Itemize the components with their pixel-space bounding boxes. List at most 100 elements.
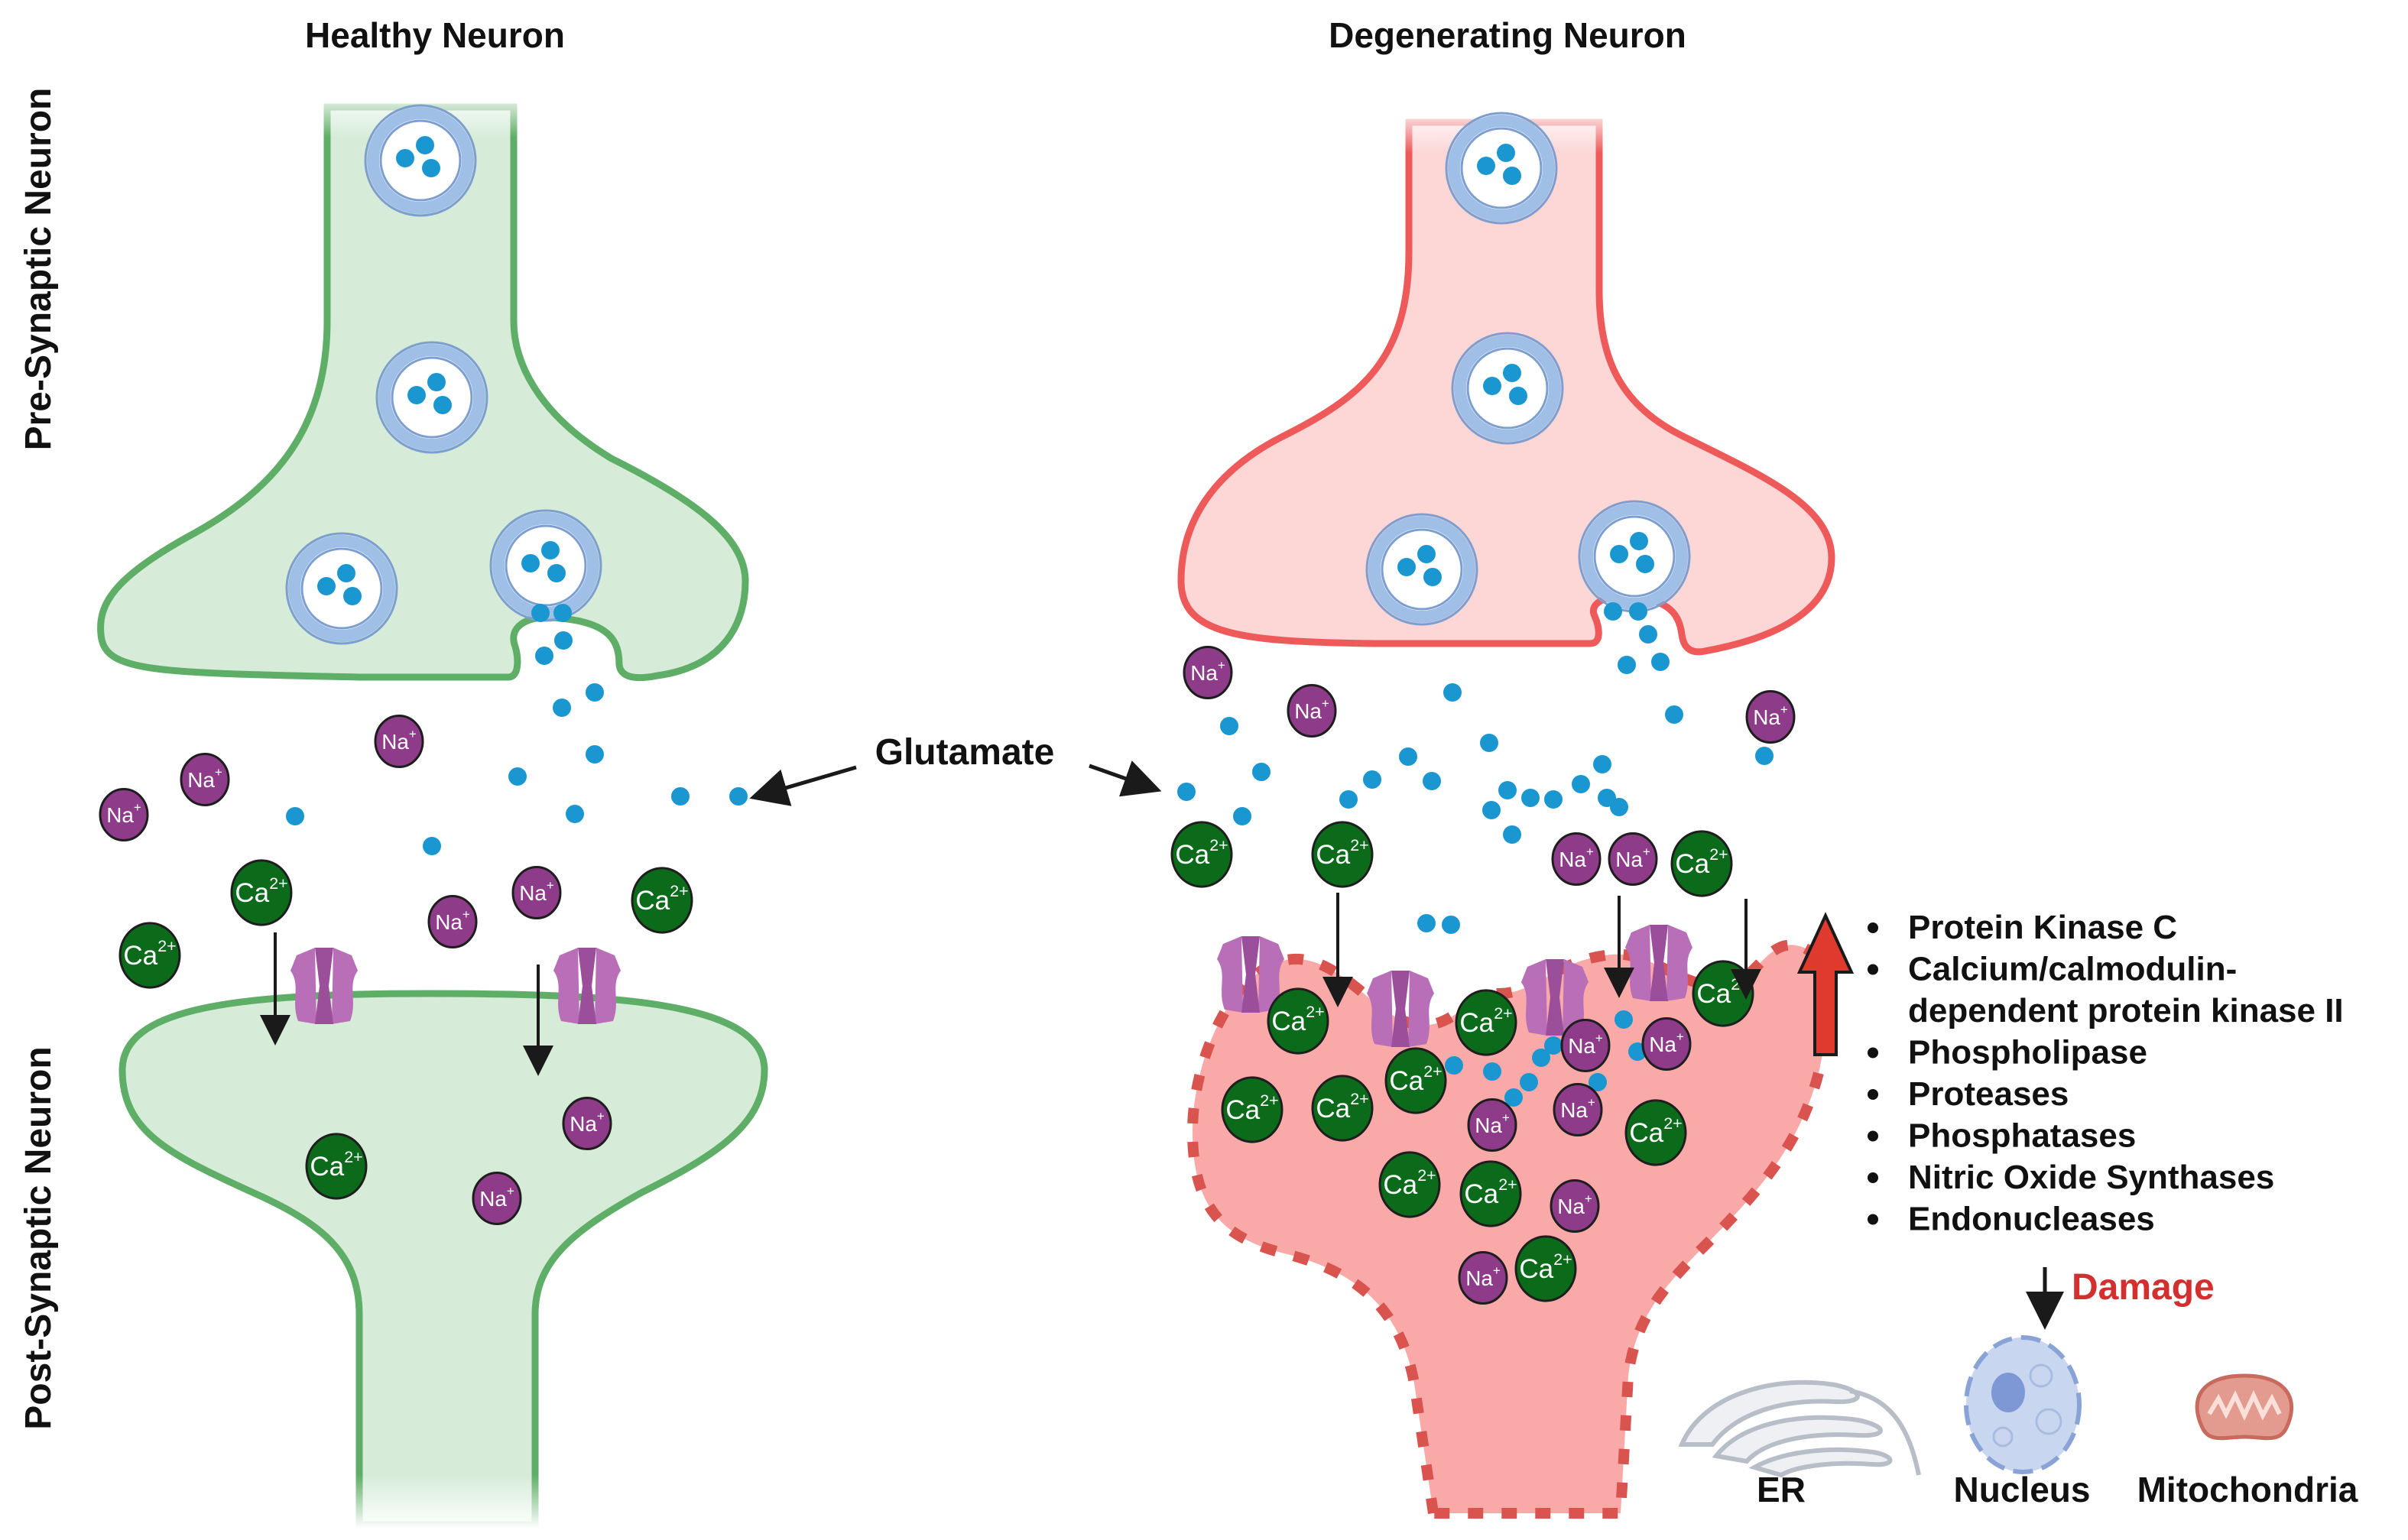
svg-text:Na+: Na+ (1559, 845, 1594, 871)
svg-text:Na+: Na+ (1294, 696, 1329, 723)
svg-text:Ca2+: Ca2+ (1675, 845, 1728, 879)
glutamate-dot (535, 647, 553, 665)
synaptic-vesicle-icon (364, 104, 477, 217)
glutamate-dot (1477, 157, 1495, 175)
calcium-ion: Ca2+ (1624, 1099, 1687, 1166)
enzyme-list-item: dependent protein kinase II (1908, 992, 2344, 1029)
mitochondria-icon (2195, 1373, 2294, 1441)
sodium-ion: Na+ (99, 788, 149, 841)
glutamate-dot (1233, 807, 1251, 825)
glutamate-dot (1593, 755, 1611, 773)
svg-text:Ca2+: Ca2+ (1459, 1004, 1512, 1038)
svg-text:Na+: Na+ (1557, 1191, 1592, 1218)
glutamate-dot (1482, 801, 1501, 819)
svg-text:Na+: Na+ (1568, 1031, 1603, 1058)
sodium-ion: Na+ (1287, 684, 1337, 738)
glutamate-dot (1651, 653, 1670, 671)
calcium-ion: Ca2+ (1670, 830, 1733, 897)
sodium-ion: Na+ (1560, 1019, 1611, 1072)
svg-text:Na+: Na+ (381, 727, 417, 754)
glutamate-dot (423, 837, 441, 855)
glutamate-dot (1589, 1073, 1607, 1091)
glutamate-dot (427, 373, 446, 391)
glutamate-dot (1630, 532, 1648, 550)
glutamate-dot (1503, 825, 1521, 844)
glutamate-dot (1532, 1049, 1550, 1067)
calcium-ion: Ca2+ (118, 922, 181, 989)
sodium-ion: Na+ (1458, 1251, 1508, 1305)
svg-text:Ca2+: Ca2+ (1175, 836, 1228, 870)
enzyme-list-item: Phospholipase (1908, 1034, 2147, 1072)
glutamate-dot (1509, 387, 1527, 405)
synaptic-vesicle-icon (1451, 332, 1564, 445)
sodium-ion: Na+ (1553, 1083, 1603, 1136)
glutamate-dot (1483, 1062, 1501, 1081)
glutamate-dot (416, 136, 434, 154)
mitochondria-label: Mitochondria (2137, 1470, 2358, 1509)
synaptic-vesicle-icon (375, 341, 488, 454)
glutamate-dot (729, 787, 748, 806)
svg-text:Ca2+: Ca2+ (1389, 1062, 1442, 1096)
calcium-ion: Ca2+ (1384, 1047, 1447, 1114)
glutamate-dot (1445, 1056, 1463, 1075)
glutamate-dot (553, 699, 571, 717)
glutamate-dot (1615, 1010, 1633, 1029)
upregulated-enzyme-list: Protein Kinase CCalcium/calmodulin-depen… (1868, 909, 2344, 1238)
glutamate-dot (1417, 545, 1436, 563)
bullet-icon (1868, 1089, 1878, 1100)
bullet-icon (1868, 964, 1878, 975)
bullet-icon (1868, 1047, 1878, 1059)
glutamate-dot (1497, 144, 1515, 162)
enzyme-list-item: Calcium/calmodulin- (1908, 951, 2237, 988)
glutamate-dot (531, 604, 550, 622)
enzyme-list-item: Endonucleases (1908, 1201, 2155, 1238)
calcium-ion: Ca2+ (230, 859, 293, 926)
glutamate-dot (1503, 364, 1521, 382)
calcium-ion: Ca2+ (1459, 1160, 1522, 1227)
glutamate-dot (1665, 705, 1683, 724)
svg-text:Ca2+: Ca2+ (1519, 1250, 1572, 1284)
vesicle-group (285, 104, 1691, 645)
upregulation-arrow-icon (1796, 912, 1855, 1056)
glutamate-label: Glutamate (875, 732, 1055, 773)
bullet-icon (1868, 922, 1878, 933)
nucleus-icon (1964, 1335, 2082, 1474)
sodium-ion: Na+ (1608, 832, 1658, 886)
glutamate-dot (1610, 545, 1628, 563)
receptor-channel-icon (553, 948, 621, 1024)
glutamate-dot (1423, 772, 1441, 790)
glutamate-dot (1503, 167, 1521, 185)
pre-synaptic-label: Pre-Synaptic Neuron (18, 88, 59, 451)
glutamate-dot (286, 807, 304, 825)
glutamate-dot (554, 631, 573, 650)
glutamate-dot (586, 683, 604, 702)
synaptic-vesicle-icon (1578, 500, 1691, 613)
glutamate-dot (671, 787, 690, 806)
glutamate-dot (1610, 798, 1628, 816)
glutamate-dot (1544, 1036, 1563, 1055)
svg-text:Na+: Na+ (1753, 702, 1788, 729)
svg-text:Ca2+: Ca2+ (1316, 836, 1368, 870)
receptor-channel-icon (1521, 959, 1589, 1036)
svg-text:Ca2+: Ca2+ (1629, 1114, 1682, 1148)
glutamate-dot (1363, 770, 1381, 789)
glutamate-dot (343, 587, 362, 605)
enzyme-list-item: Phosphatases (1908, 1117, 2136, 1155)
calcium-ion: Ca2+ (1514, 1235, 1577, 1302)
glutamate-dot (1483, 377, 1501, 395)
svg-text:Na+: Na+ (1190, 658, 1225, 685)
svg-text:Ca2+: Ca2+ (310, 1148, 362, 1182)
svg-text:Ca2+: Ca2+ (1225, 1091, 1278, 1125)
receptor-channel-icon (1625, 925, 1692, 1001)
glutamate-dot (521, 554, 540, 572)
svg-text:Ca2+: Ca2+ (635, 882, 688, 916)
svg-text:Ca2+: Ca2+ (123, 937, 176, 971)
sodium-ion: Na+ (427, 895, 478, 948)
glutamate-dot (1544, 790, 1563, 809)
glutamate-dot (317, 577, 336, 595)
svg-text:Na+: Na+ (570, 1109, 605, 1136)
receptor-channel-icon (290, 948, 358, 1024)
sodium-ion: Na+ (1641, 1017, 1692, 1071)
glutamate-dot (1498, 781, 1517, 799)
